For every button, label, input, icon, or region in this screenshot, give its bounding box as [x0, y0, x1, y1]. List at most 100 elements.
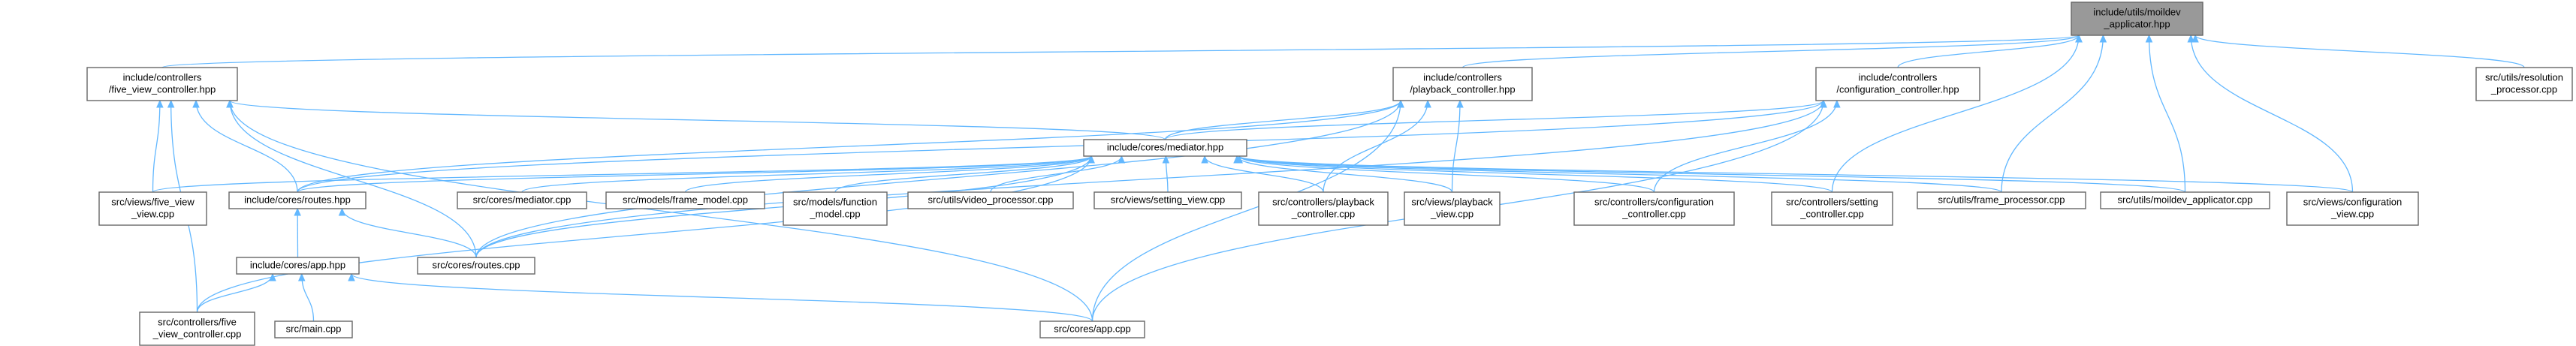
node-setting-view-cpp[interactable]: src/views/setting_view.cpp: [1093, 191, 1242, 209]
node-box: [1093, 191, 1242, 209]
edge-moildev_hpp-to-frame_processor_cpp: [2001, 34, 2107, 193]
node-playback-hpp[interactable]: include/controllers/playback_controller.…: [1392, 67, 1533, 101]
edge-line: [297, 155, 1092, 193]
edge-five_view_hpp-to-mediator_hpp: [226, 99, 1166, 140]
edge-line: [341, 208, 477, 258]
node-routes-hpp[interactable]: include/cores/routes.hpp: [228, 191, 366, 209]
node-resolution-cpp[interactable]: src/utils/resolution_processor.cpp: [2475, 67, 2573, 101]
node-box: [1039, 320, 1145, 338]
edge-line: [1238, 155, 1833, 193]
edge-line: [351, 273, 1093, 322]
node-playback-view-cpp[interactable]: src/views/playback_view.cpp: [1404, 191, 1501, 226]
node-label-line: src/controllers/setting: [1786, 196, 1878, 207]
edge-line: [1451, 100, 1461, 193]
node-function-model-cpp[interactable]: src/models/function_model.cpp: [783, 191, 888, 226]
edge-playback_hpp-to-playback_view_cpp: [1451, 99, 1464, 193]
node-playback-ctrl-cpp[interactable]: src/controllers/playback_controller.cpp: [1258, 191, 1389, 226]
node-box: [274, 320, 353, 338]
node-box: [1392, 67, 1533, 101]
node-frame-processor-cpp[interactable]: src/utils/frame_processor.cpp: [1917, 191, 2086, 209]
edge-five_view_hpp-to-routes_cpp: [226, 99, 477, 258]
node-app-hpp[interactable]: include/cores/app.hpp: [236, 257, 360, 275]
node-label-line: src/views/playback: [1411, 196, 1493, 207]
edge-five_view_hpp-to-five_view_view_cpp: [152, 99, 164, 193]
edge-playback_hpp-to-mediator_hpp: [1164, 99, 1404, 140]
edge-line: [1204, 155, 1324, 193]
node-box: [228, 191, 366, 209]
node-moildev-hpp[interactable]: include/utils/moildev_applicator.hpp: [2071, 2, 2203, 36]
node-box: [2071, 2, 2203, 36]
node-label-line: src/controllers/configuration: [1594, 196, 1714, 207]
edge-line: [2190, 35, 2354, 193]
node-box: [1573, 191, 1735, 226]
node-box: [139, 311, 255, 346]
edge-arrowhead: [192, 99, 200, 108]
edge-mediator_hpp-to-setting_ctrl_cpp: [1235, 155, 1833, 193]
node-five-view-hpp[interactable]: include/controllers/five_view_controller…: [86, 67, 238, 101]
node-config-hpp[interactable]: include/controllers/configuration_contro…: [1815, 67, 1980, 101]
edge-line: [1236, 155, 1453, 193]
edge-mediator_hpp-to-routes_hpp: [297, 155, 1095, 193]
edge-line: [229, 100, 477, 258]
node-mediator-hpp[interactable]: include/cores/mediator.hpp: [1083, 139, 1247, 157]
edge-arrowhead: [2191, 34, 2199, 43]
node-label-line: src/controllers/playback: [1272, 196, 1374, 207]
node-label-line: src/controllers/five: [158, 316, 237, 327]
edge-line: [834, 155, 1092, 193]
edge-line: [161, 35, 2080, 68]
edge-arrowhead: [167, 99, 175, 108]
node-config-view-cpp[interactable]: src/views/configuration_view.cpp: [2286, 191, 2419, 226]
edge-arrowhead: [156, 99, 164, 108]
node-box: [2286, 191, 2419, 226]
node-label-line: include/controllers: [1423, 71, 1502, 83]
edge-moildev_hpp-to-setting_ctrl_cpp: [1831, 34, 2083, 193]
node-routes-cpp[interactable]: src/cores/routes.cpp: [417, 257, 535, 275]
node-label-line: _view_controller.cpp: [152, 328, 242, 339]
node-label-line: _controller.cpp: [1799, 208, 1864, 219]
edge-playback_hpp-to-playback_ctrl_cpp: [1323, 99, 1431, 193]
node-box: [457, 191, 587, 209]
edge-arrowhead: [1833, 99, 1841, 108]
node-label-line: _processor.cpp: [2490, 83, 2557, 95]
edge-arrowhead: [1397, 99, 1404, 108]
node-label-line: src/utils/moildev_applicator.cpp: [2118, 194, 2253, 205]
edge-mediator_hpp-to-frame_processor_cpp: [1235, 155, 2002, 193]
node-label-line: _model.cpp: [809, 208, 860, 219]
node-moildev-cpp[interactable]: src/utils/moildev_applicator.cpp: [2100, 191, 2270, 209]
edge-line: [229, 100, 1166, 140]
node-five-view-view-cpp[interactable]: src/views/five_view_view.cpp: [98, 191, 207, 226]
edge-line: [475, 100, 1824, 258]
node-label-line: src/models/frame_model.cpp: [623, 194, 748, 205]
node-box: [2100, 191, 2270, 209]
edge-line: [475, 100, 1401, 258]
node-label-line: src/utils/resolution: [2485, 71, 2563, 83]
edge-line: [1091, 100, 1401, 322]
node-frame-model-cpp[interactable]: src/models/frame_model.cpp: [605, 191, 765, 209]
node-box: [907, 191, 1074, 209]
node-video-processor-cpp[interactable]: src/utils/video_processor.cpp: [907, 191, 1074, 209]
node-setting-ctrl-cpp[interactable]: src/controllers/setting_controller.cpp: [1771, 191, 1893, 226]
node-label-line: src/views/five_view: [111, 196, 195, 207]
edge-line: [2148, 35, 2186, 193]
edge-app_hpp-to-five_view_ctrl_cpp: [196, 272, 276, 313]
node-five-view-ctrl-cpp[interactable]: src/controllers/five_view_controller.cpp: [139, 311, 255, 346]
edge-moildev_hpp-to-config_view_cpp: [2187, 34, 2354, 193]
node-box: [86, 67, 238, 101]
node-app-cpp[interactable]: src/cores/app.cpp: [1039, 320, 1145, 338]
edge-mediator_hpp-to-setting_view_cpp: [1162, 155, 1170, 193]
edge-mediator_hpp-to-playback_ctrl_cpp: [1201, 155, 1324, 193]
edge-arrowhead: [1162, 155, 1170, 164]
edge-arrowhead: [2075, 34, 2083, 43]
node-mediator-cpp[interactable]: src/cores/mediator.cpp: [457, 191, 587, 209]
node-label-line: include/controllers: [123, 71, 202, 83]
node-label-line: src/models/function: [793, 196, 877, 207]
edge-mediator_hpp-to-moildev_cpp: [1235, 155, 2186, 193]
node-main-cpp[interactable]: src/main.cpp: [274, 320, 353, 338]
edge-playback_hpp-to-app_cpp: [1091, 99, 1404, 322]
edge-line: [1238, 155, 2002, 193]
node-label-line: _view.cpp: [1430, 208, 1474, 219]
nodes-layer: include/utils/moildev_applicator.hppincl…: [86, 2, 2573, 346]
node-label-line: src/cores/mediator.cpp: [473, 194, 572, 205]
node-config-ctrl-cpp[interactable]: src/controllers/configuration_controller…: [1573, 191, 1735, 226]
edge-routes_hpp-to-app_hpp: [294, 207, 301, 258]
